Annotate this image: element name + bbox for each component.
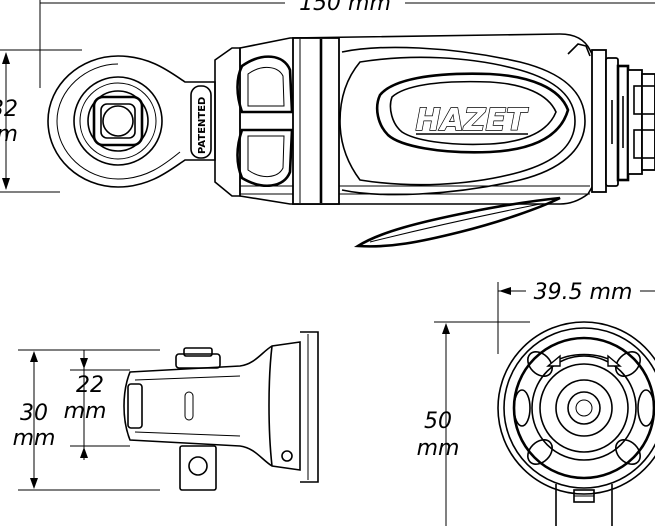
- front-height-dimension: 50 mm: [417, 321, 530, 526]
- tool-body: HAZET: [236, 33, 596, 248]
- ratchet-head: PATENTED: [47, 55, 216, 188]
- head-height-unit: mm: [0, 122, 18, 147]
- patented-label: PATENTED: [197, 97, 208, 154]
- length-dimension: 150 mm: [39, 0, 655, 88]
- length-label: 150 mm: [299, 0, 391, 16]
- front-width-label: 39.5 mm: [534, 280, 633, 305]
- front-view: 39.5 mm 50 mm: [417, 280, 655, 526]
- brand-plate: [375, 72, 570, 154]
- trigger-lever[interactable]: [353, 196, 561, 248]
- brand-logo: HAZET: [415, 103, 529, 138]
- head-height-value: 32: [0, 97, 18, 122]
- side-height-dimension: 30 mm: [13, 349, 160, 491]
- front-width-dimension: 39.5 mm: [497, 280, 655, 354]
- side-height-value: 30: [20, 401, 48, 426]
- grip-scallops: [513, 351, 655, 465]
- top-view: 150 mm 32 mm PATENTED: [0, 0, 655, 248]
- side-view: 30 mm 22 mm: [13, 331, 319, 491]
- grip-pad-upper: [236, 55, 294, 114]
- side-head-value: 22: [76, 373, 104, 398]
- grip-pad-lower: [236, 128, 294, 187]
- patented-badge: [190, 85, 212, 159]
- side-head-unit: mm: [64, 399, 107, 424]
- front-height-unit: mm: [417, 436, 460, 461]
- air-inlet: [567, 43, 655, 193]
- front-height-value: 50: [424, 409, 452, 434]
- side-head-dimension: 22 mm: [64, 350, 130, 460]
- head-height-dimension: 32 mm: [0, 49, 82, 193]
- side-height-unit: mm: [13, 426, 56, 451]
